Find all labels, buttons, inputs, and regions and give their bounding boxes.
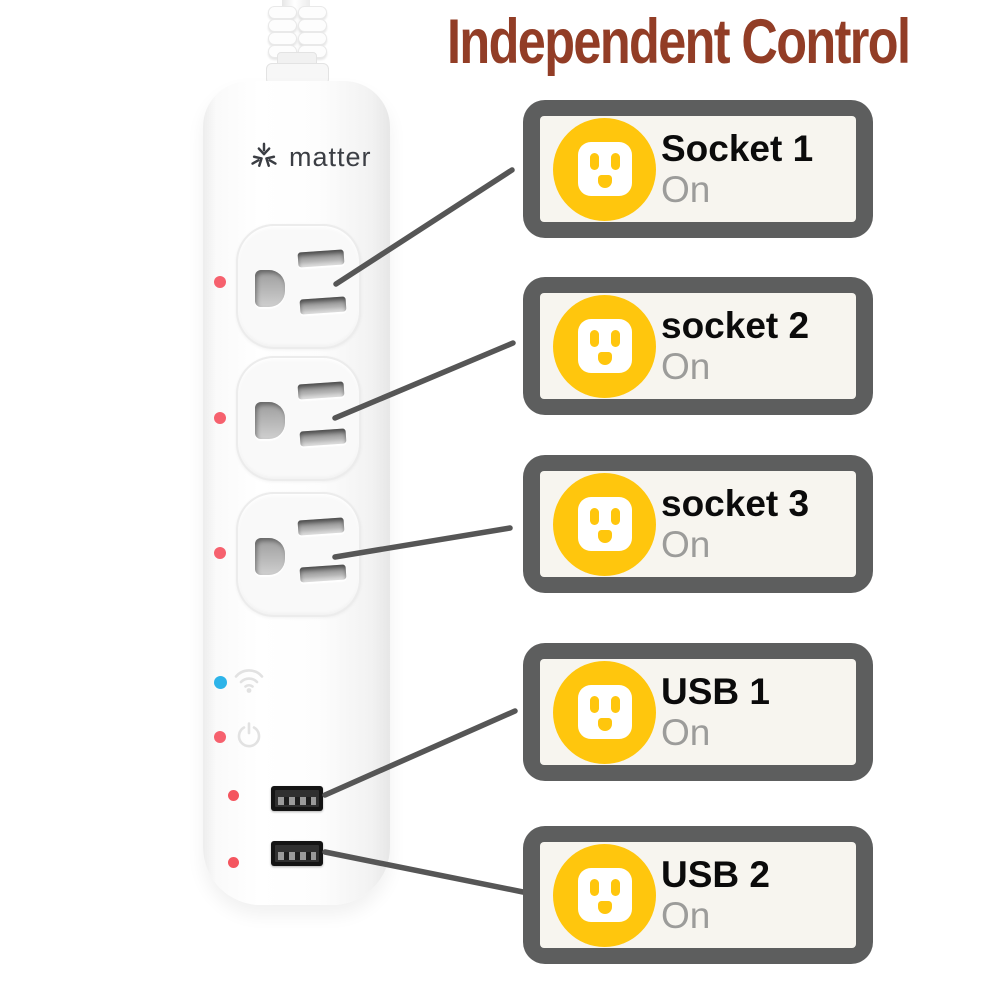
status-card-panel: socket 3 On xyxy=(540,471,856,577)
power-icon xyxy=(237,722,261,748)
outlet-socket-1 xyxy=(236,224,361,349)
status-card-usb-1[interactable]: USB 1 On xyxy=(523,643,873,781)
card-state: On xyxy=(661,712,711,753)
cord-rib xyxy=(298,19,327,32)
socket-1-led xyxy=(214,276,226,288)
status-card-panel: USB 1 On xyxy=(540,659,856,765)
outlet-slot xyxy=(297,381,345,400)
outlet-slot xyxy=(297,517,345,536)
cord-rib xyxy=(268,6,297,19)
card-state: On xyxy=(661,524,711,565)
usb-2-led xyxy=(228,857,239,868)
outlet-icon xyxy=(577,319,632,373)
card-state: On xyxy=(661,895,711,936)
status-card-socket-3[interactable]: socket 3 On xyxy=(523,455,873,593)
ground-hole xyxy=(255,538,285,575)
outlet-socket-2 xyxy=(236,356,361,481)
outlet-slot xyxy=(299,296,347,315)
card-label: Socket 1 xyxy=(661,127,814,169)
outlet-socket-3 xyxy=(236,492,361,617)
outlet-icon xyxy=(577,497,632,551)
power-strip: matter xyxy=(203,81,390,905)
cord-rib xyxy=(268,32,297,45)
power-led xyxy=(214,731,226,743)
status-card-panel: Socket 1 On xyxy=(540,116,856,222)
usb-port-1 xyxy=(271,786,323,811)
matter-logo-icon xyxy=(251,142,277,167)
outlet-badge xyxy=(553,660,656,764)
card-state: On xyxy=(661,346,711,387)
matter-logo: matter xyxy=(247,141,372,173)
cord-rib xyxy=(298,32,327,45)
status-card-socket-2[interactable]: socket 2 On xyxy=(523,277,873,415)
outlet-icon xyxy=(577,685,632,739)
status-card-usb-2[interactable]: USB 2 On xyxy=(523,826,873,964)
socket-3-led xyxy=(214,547,226,559)
usb-contacts xyxy=(278,852,316,860)
card-label: USB 1 xyxy=(661,670,770,712)
outlet-badge xyxy=(553,294,656,398)
usb-contacts xyxy=(278,797,316,805)
usb-port-2 xyxy=(271,841,323,866)
ground-hole xyxy=(255,270,285,307)
usb-1-led xyxy=(228,790,239,801)
outlet-slot xyxy=(297,249,345,268)
outlet-badge xyxy=(553,472,656,576)
status-card-panel: USB 2 On xyxy=(540,842,856,948)
outlet-slot xyxy=(299,564,347,583)
card-label: USB 2 xyxy=(661,853,770,895)
cord-rib xyxy=(268,19,297,32)
outlet-badge xyxy=(553,843,656,947)
outlet-slot xyxy=(299,428,347,447)
card-state: On xyxy=(661,169,711,210)
cord-rib xyxy=(298,6,327,19)
status-card-panel: socket 2 On xyxy=(540,293,856,399)
matter-logo-text: matter xyxy=(289,141,372,172)
wifi-led xyxy=(214,676,227,689)
socket-2-led xyxy=(214,412,226,424)
usb-port-inner xyxy=(275,845,319,862)
outlet-icon xyxy=(577,142,632,196)
outlet-badge xyxy=(553,117,656,221)
status-card-socket-1[interactable]: Socket 1 On xyxy=(523,100,873,238)
outlet-icon xyxy=(577,868,632,922)
card-label: socket 3 xyxy=(661,482,810,524)
ground-hole xyxy=(255,402,285,439)
card-label: socket 2 xyxy=(661,304,810,346)
wifi-icon xyxy=(234,669,264,693)
usb-port-inner xyxy=(275,790,319,807)
page-title: Independent Control xyxy=(447,7,911,77)
